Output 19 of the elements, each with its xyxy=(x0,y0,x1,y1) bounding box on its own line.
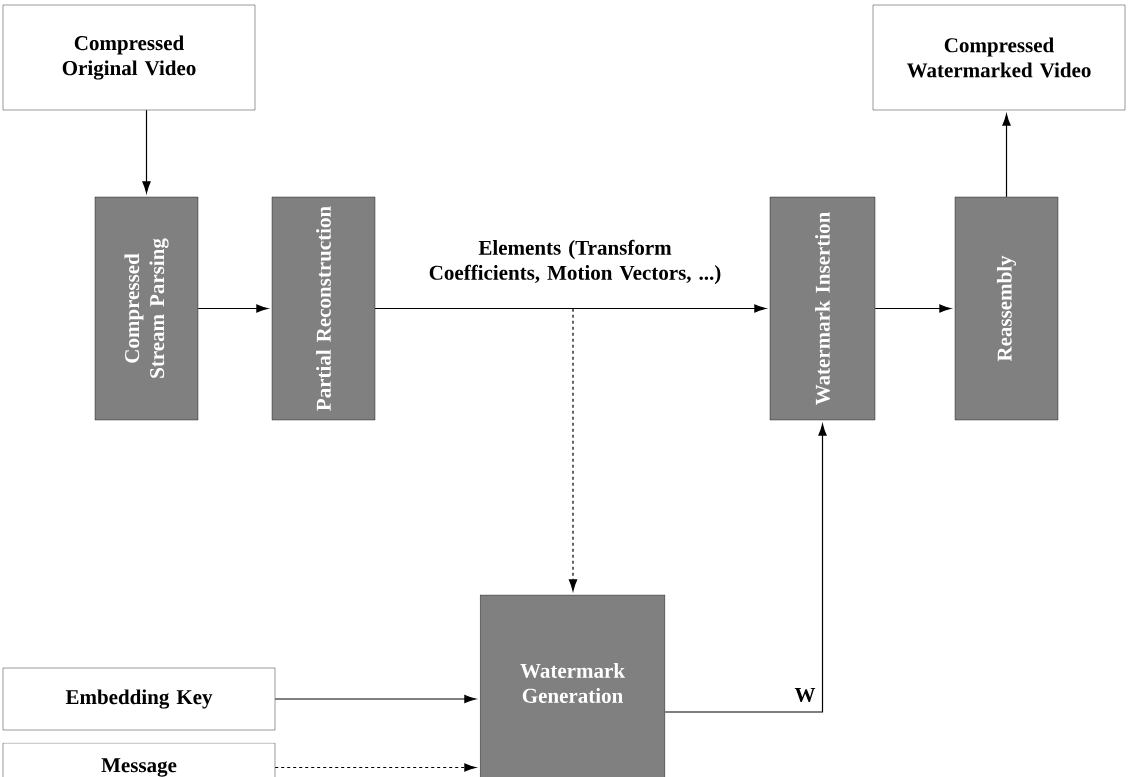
process-box: Embedding Key xyxy=(2,667,276,731)
process-block: Watermark Generation xyxy=(479,594,666,777)
process-block: Compressed Stream Parsing xyxy=(94,196,199,421)
process-box: Compressed Watermarked Video xyxy=(872,4,1126,111)
arrow xyxy=(1002,113,1011,198)
process-box: Message xyxy=(2,742,276,777)
arrow xyxy=(374,307,578,592)
arrow xyxy=(274,694,477,704)
process-block: Partial Reconstruction xyxy=(271,196,376,421)
process-box: Compressed Original Video xyxy=(2,4,256,111)
arrow xyxy=(664,423,827,713)
edge-label: W xyxy=(794,687,816,703)
arrow xyxy=(274,763,477,772)
process-block: Watermark Insertion xyxy=(769,196,876,421)
edge-label: Elements (Transform Coefficients, Motion Vectors, ...) xyxy=(429,239,721,285)
arrow xyxy=(197,304,269,313)
arrow xyxy=(142,109,151,194)
process-block: Reassembly xyxy=(954,196,1059,421)
arrow xyxy=(874,304,952,313)
